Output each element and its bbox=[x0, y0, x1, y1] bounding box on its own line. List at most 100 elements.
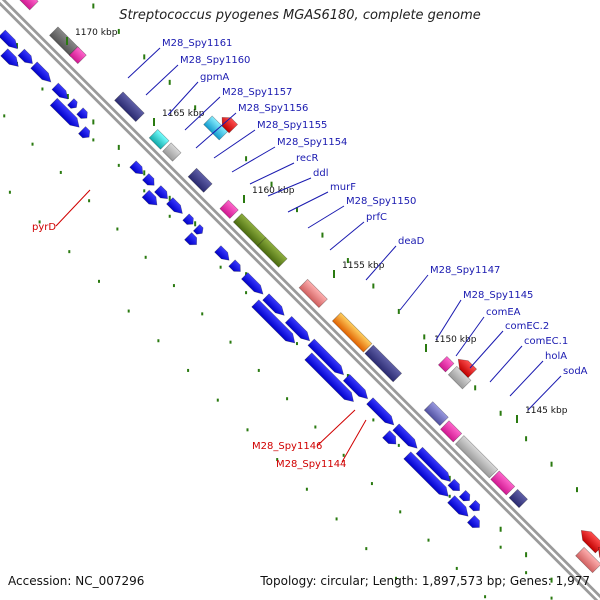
gene-label-forward: comEC.1 bbox=[524, 336, 568, 347]
gene-label-forward: recR bbox=[296, 153, 319, 164]
kbp-label: 1170 kbp bbox=[75, 28, 118, 38]
forward-gene-arrow bbox=[67, 98, 78, 109]
gene-block bbox=[364, 344, 403, 383]
gene-block bbox=[423, 401, 449, 427]
forward-gene-arrow bbox=[392, 423, 418, 449]
reverse-gene bbox=[437, 355, 455, 373]
reverse-gene bbox=[575, 546, 600, 574]
gene-label-forward: comEC.2 bbox=[505, 321, 549, 332]
gene-block bbox=[256, 237, 288, 268]
gene-block bbox=[162, 142, 182, 162]
gene-leader-line bbox=[213, 129, 256, 159]
gene-block bbox=[490, 470, 516, 496]
forward-gene-arrow bbox=[228, 259, 241, 272]
gene-leader-line bbox=[455, 316, 485, 357]
kbp-labels: 1170 kbp 1165 kbp 1160 kbp 1155 kbp 1150 kbp… bbox=[66, 28, 568, 423]
gene-leader-line bbox=[307, 205, 345, 229]
forward-gene-arrow bbox=[307, 338, 345, 376]
forward-gene-arrow bbox=[166, 197, 183, 214]
gene-block bbox=[148, 128, 170, 150]
forward-gene-arrow bbox=[382, 430, 397, 445]
forward-gene-arrow bbox=[17, 48, 33, 65]
reverse-gene bbox=[457, 358, 478, 379]
gene-block bbox=[440, 420, 463, 443]
forward-gene-arrow bbox=[51, 82, 69, 100]
forward-gene-arrow bbox=[468, 499, 481, 512]
gene-label-forward: deaD bbox=[398, 236, 425, 247]
gene-label-forward: M28_Spy1156 bbox=[238, 103, 308, 114]
forward-gene-arrow bbox=[76, 107, 88, 119]
reverse-gene bbox=[580, 529, 600, 554]
gene-leader-line bbox=[365, 245, 397, 281]
gene-block bbox=[114, 91, 145, 123]
forward-gene-arrow bbox=[141, 189, 158, 206]
kbp-label: 1155 kbp bbox=[342, 261, 385, 271]
forward-gene-arrow bbox=[0, 48, 19, 67]
forward-gene-arrow bbox=[415, 446, 451, 482]
gene-leader-line bbox=[435, 299, 462, 341]
gene-leader-line bbox=[399, 274, 429, 311]
gene-leader-line bbox=[127, 47, 161, 79]
forward-gene-arrow bbox=[458, 489, 471, 502]
forward-gene-arrow bbox=[284, 316, 311, 342]
gene-leader-line bbox=[145, 64, 179, 96]
accession-text: Accession: NC_007296 bbox=[8, 574, 145, 588]
gene-label-forward: M28_Spy1155 bbox=[257, 120, 327, 131]
kbp-label: 1145 kbp bbox=[525, 406, 568, 416]
gene-label-forward: murF bbox=[330, 182, 356, 193]
gene-label-forward: M28_Spy1147 bbox=[430, 265, 500, 276]
forward-gene-arrow bbox=[78, 126, 91, 139]
kbp-label: 1165 kbp bbox=[162, 109, 205, 119]
gene-label-forward: comEA bbox=[486, 307, 521, 318]
forward-gene-arrow bbox=[251, 299, 296, 344]
gene-leader-line bbox=[527, 375, 562, 411]
forward-gene-arrow bbox=[466, 515, 480, 528]
gene-label-forward: M28_Spy1150 bbox=[346, 196, 416, 207]
forward-gene-arrow bbox=[366, 397, 395, 426]
topology-text: Topology: circular; Length: 1,897,573 bp… bbox=[260, 574, 590, 588]
gene-block bbox=[454, 435, 499, 479]
gene-label-forward: sodA bbox=[563, 366, 588, 377]
gene-leader-line bbox=[55, 189, 91, 227]
gene-label-forward: M28_Spy1145 bbox=[463, 290, 533, 301]
forward-gene-arrow bbox=[342, 373, 369, 400]
gene-leader-line bbox=[195, 112, 237, 149]
gene-label-reverse: pyrD bbox=[32, 222, 56, 233]
gene-label-forward: M28_Spy1161 bbox=[162, 38, 232, 49]
gene-labels: M28_Spy1161M28_Spy1160gpmAM28_Spy1157M28… bbox=[32, 38, 588, 470]
forward-gene-arrow bbox=[0, 29, 19, 50]
forward-gene-arrow bbox=[262, 293, 285, 316]
gene-leader-line bbox=[249, 162, 295, 185]
forward-gene-arrow bbox=[129, 160, 144, 175]
gene-block bbox=[68, 46, 87, 65]
gene-label-forward: M28_Spy1160 bbox=[180, 55, 250, 66]
forward-gene-arrow bbox=[304, 352, 354, 403]
gene-leader-line bbox=[231, 146, 276, 173]
gene-label-forward: prfC bbox=[366, 212, 387, 223]
forward-gene-arrow bbox=[182, 213, 194, 225]
gene-leader-line bbox=[167, 81, 199, 116]
map-title: Streptococcus pyogenes MGAS6180, complet… bbox=[119, 8, 481, 23]
gene-leader-line bbox=[509, 360, 544, 397]
gene-leader-line bbox=[469, 330, 504, 369]
gene-features bbox=[0, 0, 600, 574]
forward-gene-arrow bbox=[184, 232, 198, 246]
gene-block bbox=[298, 278, 328, 309]
gene-label-forward: M28_Spy1154 bbox=[277, 137, 347, 148]
reverse-gene bbox=[447, 365, 472, 390]
gene-block bbox=[187, 167, 213, 193]
gene-label-forward: ddl bbox=[313, 168, 328, 179]
forward-gene-arrow bbox=[192, 224, 204, 235]
forward-gene-arrow bbox=[241, 272, 264, 295]
gene-leader-line bbox=[184, 96, 221, 131]
kbp-label: 1160 kbp bbox=[252, 186, 295, 196]
gene-block bbox=[331, 312, 373, 353]
gene-leader-line bbox=[489, 345, 523, 383]
forward-gene-arrow bbox=[142, 173, 155, 186]
kbp-label: 1150 kbp bbox=[434, 335, 477, 345]
gene-label-forward: M28_Spy1157 bbox=[222, 87, 292, 98]
gene-leader-line bbox=[341, 419, 367, 463]
forward-gene-arrow bbox=[447, 495, 469, 517]
